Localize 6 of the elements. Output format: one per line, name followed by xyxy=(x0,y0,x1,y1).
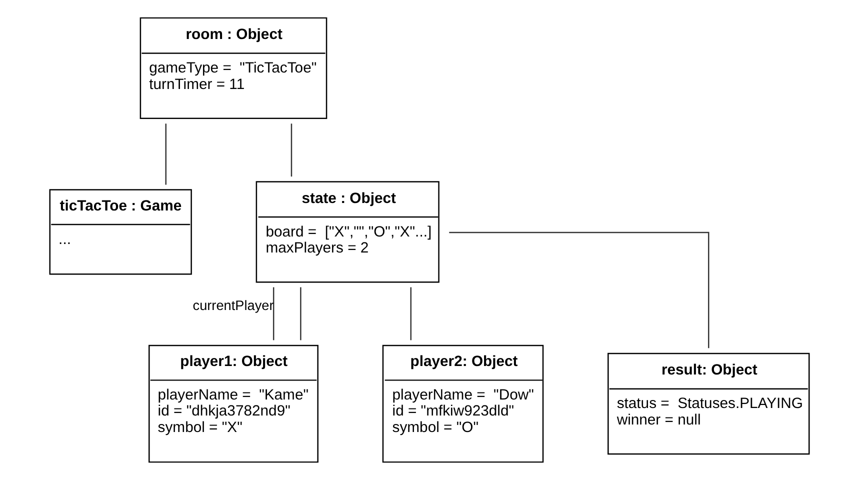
connector xyxy=(165,124,166,185)
connector xyxy=(449,232,710,348)
connector xyxy=(272,287,274,340)
connector xyxy=(290,124,292,177)
connector xyxy=(300,287,302,340)
connector xyxy=(410,287,412,340)
